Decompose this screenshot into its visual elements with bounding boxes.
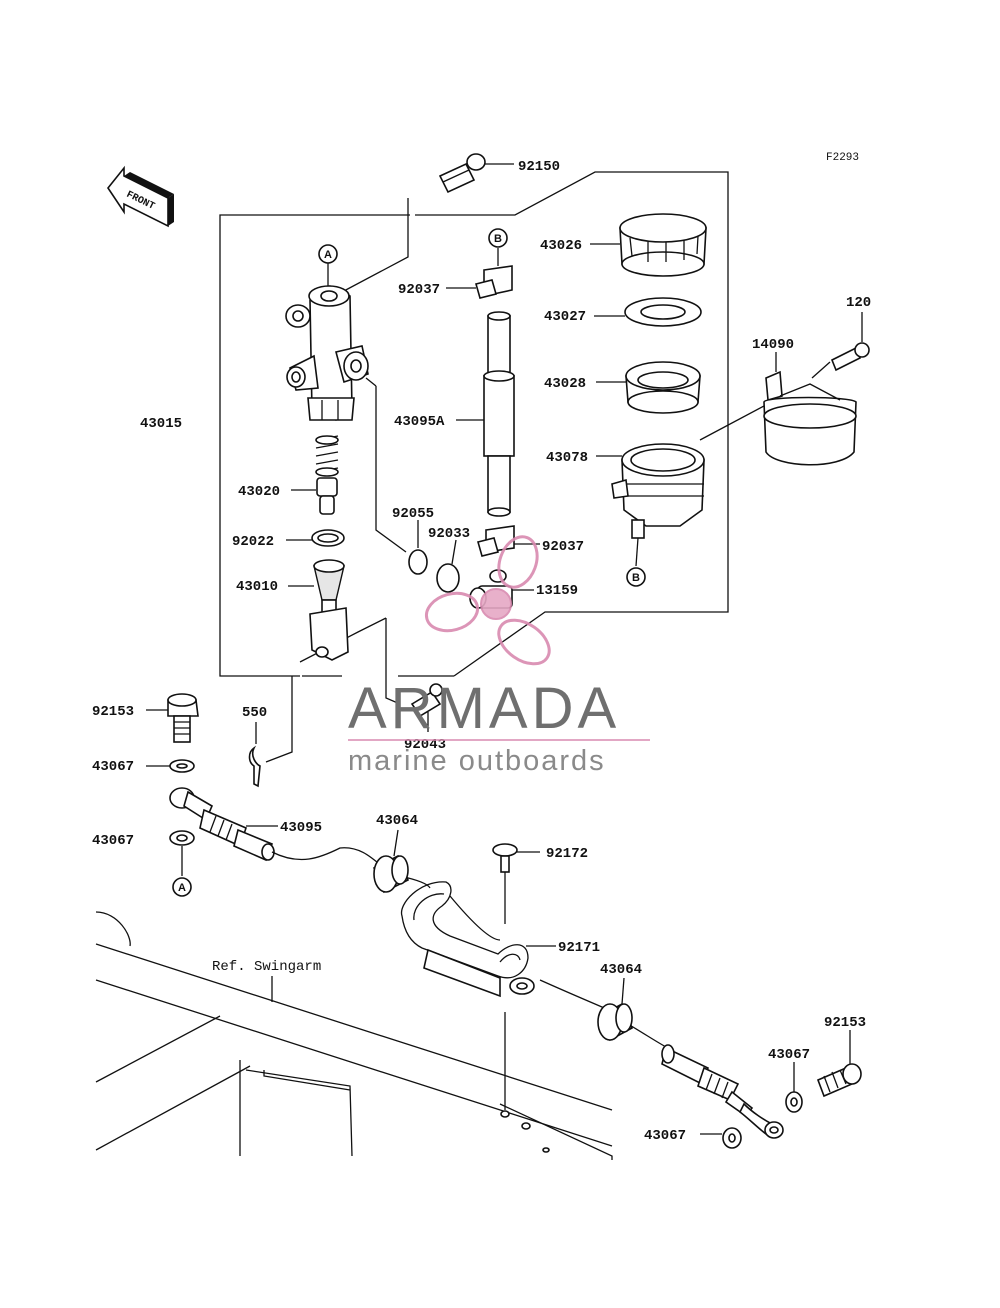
label-43067-right-lower: 43067 — [644, 1128, 686, 1144]
label-43020: 43020 — [238, 484, 280, 500]
swingarm-reference — [95, 911, 613, 1160]
reservoir-bracket-14090 — [763, 352, 857, 466]
watermark: ARMADA marine outboards — [348, 535, 650, 777]
callout-a-bottom: A — [172, 877, 192, 897]
label-43067-left-lower: 43067 — [92, 833, 134, 849]
label-43028: 43028 — [544, 376, 586, 392]
diaphragm-43028 — [596, 361, 701, 414]
assembly-outline — [219, 171, 729, 763]
washer-43067-right-lower — [700, 1127, 742, 1149]
label-43067-left-upper: 43067 — [92, 759, 134, 775]
hose-clamp-92037-upper — [446, 248, 513, 299]
washer-43067-left-upper — [146, 759, 195, 773]
reservoir-cap-43026 — [590, 213, 707, 277]
label-92037-upper: 92037 — [398, 282, 440, 298]
reservoir-hose-43095a — [456, 311, 515, 517]
callout-a-top: A — [318, 244, 338, 286]
push-rod-43010 — [288, 559, 349, 661]
master-cylinder-body — [285, 285, 407, 553]
front-arrow-icon: FRONT — [107, 165, 174, 228]
banjo-bolt-92153-right — [816, 1030, 862, 1098]
diaphragm-plate-43027 — [594, 297, 702, 327]
washer-43067-right-upper — [785, 1062, 803, 1113]
label-13159: 13159 — [536, 583, 578, 599]
snap-ring-92022 — [286, 529, 345, 547]
grommet-43064-lower — [597, 977, 634, 1042]
label-43064-upper: 43064 — [376, 813, 418, 829]
watermark-tagline: marine outboards — [348, 745, 606, 777]
label-550: 550 — [242, 705, 267, 721]
label-ref-swingarm: Ref. Swingarm — [212, 959, 321, 975]
hose-clamp-92037-lower — [477, 525, 540, 557]
pin-92043 — [410, 683, 443, 732]
cotter-pin-550 — [248, 722, 261, 788]
label-92022: 92022 — [232, 534, 274, 550]
label-14090: 14090 — [752, 337, 794, 353]
callout-b-top: B — [488, 228, 508, 248]
grommet-43064-upper — [372, 829, 410, 894]
label-43078: 43078 — [546, 450, 588, 466]
screw-120 — [830, 312, 870, 372]
circlip-92033 — [436, 539, 460, 593]
hose-clamp-92171 — [400, 881, 556, 1110]
label-43015: 43015 — [140, 416, 182, 432]
screw-92172 — [492, 843, 540, 924]
label-92172: 92172 — [546, 846, 588, 862]
label-120: 120 — [846, 295, 871, 311]
washer-43067-left-lower — [169, 830, 195, 876]
label-92153-right: 92153 — [824, 1015, 866, 1031]
svg-text:B: B — [494, 233, 502, 245]
label-92171: 92171 — [558, 940, 600, 956]
svg-text:A: A — [178, 882, 186, 894]
label-43010: 43010 — [236, 579, 278, 595]
label-92037-lower: 92037 — [542, 539, 584, 555]
banjo-bolt-92150 — [438, 153, 514, 194]
o-ring-92055 — [408, 520, 428, 575]
propeller-logo-icon — [424, 535, 551, 666]
label-43067-right-upper: 43067 — [768, 1047, 810, 1063]
brake-hose-43095 — [169, 787, 784, 1139]
label-92043: 92043 — [404, 737, 446, 753]
callout-b-bottom: B — [626, 567, 646, 587]
diagram-code: F2293 — [826, 152, 859, 164]
label-92150: 92150 — [518, 159, 560, 175]
watermark-brand: ARMADA — [348, 676, 620, 741]
label-92033: 92033 — [428, 526, 470, 542]
reservoir-43078 — [596, 405, 765, 567]
label-43095a: 43095A — [394, 414, 445, 430]
banjo-bolt-92153-left — [146, 693, 199, 743]
label-92153-left: 92153 — [92, 704, 134, 720]
label-43064-lower: 43064 — [600, 962, 642, 978]
label-43095: 43095 — [280, 820, 322, 836]
svg-text:A: A — [324, 249, 332, 261]
svg-text:B: B — [632, 572, 640, 584]
label-43026: 43026 — [540, 238, 582, 254]
label-92055: 92055 — [392, 506, 434, 522]
label-43027: 43027 — [544, 309, 586, 325]
spring-43020 — [291, 435, 339, 515]
